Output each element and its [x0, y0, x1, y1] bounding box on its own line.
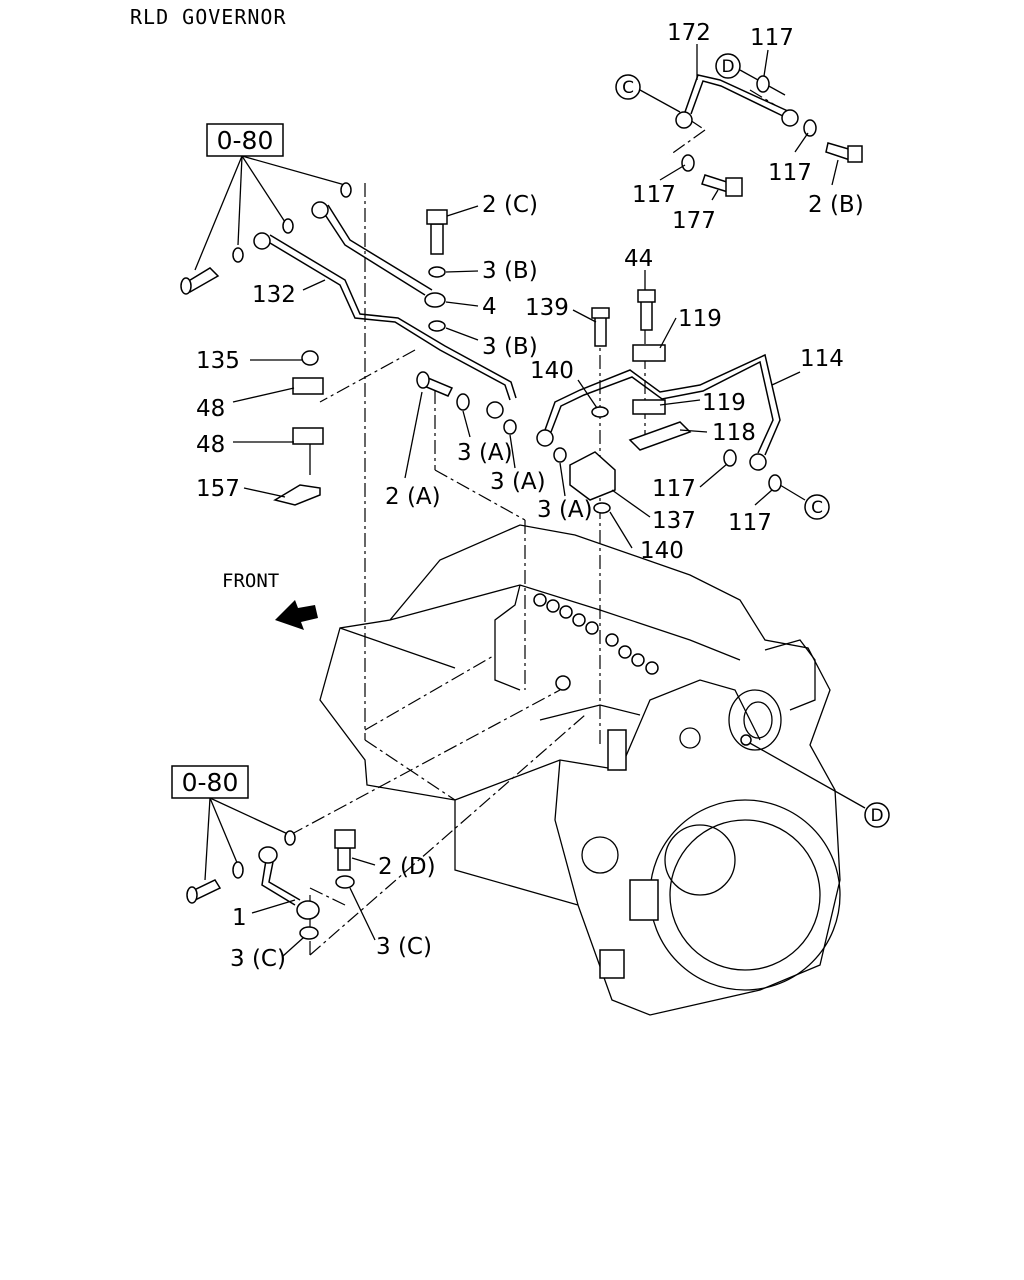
reference-box-lower-label: 0-80: [182, 768, 239, 797]
callout-132: 132: [252, 282, 296, 308]
callout-117-top: 117: [750, 25, 794, 51]
leader-lines: [289, 89, 776, 956]
pipe-upper-4: [311, 201, 446, 308]
callout-137: 137: [652, 508, 696, 534]
svg-text:C: C: [622, 78, 634, 98]
reference-box-upper-label: 0-80: [217, 126, 274, 155]
callout-2d: 2 (D): [378, 854, 436, 880]
callout-117-right: 117: [768, 160, 812, 186]
callout-3c-right: 3 (C): [376, 934, 432, 960]
marker-d-engine: D: [747, 741, 890, 828]
callout-3c-left: 3 (C): [230, 946, 286, 972]
marker-c-right: C: [779, 484, 830, 520]
engine-block-drawing: [319, 524, 841, 1016]
callout-2c: 2 (C): [482, 192, 538, 218]
callout-177: 177: [672, 208, 716, 234]
callout-3a-2: 3 (A): [490, 469, 546, 495]
pipe-172: [675, 74, 799, 129]
callout-2a: 2 (A): [385, 484, 441, 510]
callout-4: 4: [482, 294, 497, 320]
bolts-and-washers: [180, 75, 863, 940]
callout-3a-1: 3 (A): [457, 440, 513, 466]
pipe-132: [253, 232, 517, 419]
callout-48-lower: 48: [196, 432, 225, 458]
callout-135: 135: [196, 348, 240, 374]
callout-140-lower: 140: [640, 538, 684, 564]
callout-labels: 172 117 117 117 177 2 (B) 2 (C) 3 (B) 4 …: [196, 20, 864, 972]
callout-3a-3: 3 (A): [537, 497, 593, 523]
callout-48-upper: 48: [196, 396, 225, 422]
svg-text:D: D: [721, 57, 734, 77]
callout-139: 139: [525, 295, 569, 321]
callout-1: 1: [232, 905, 247, 931]
callout-117-mid: 117: [652, 476, 696, 502]
callout-140-upper: 140: [530, 358, 574, 384]
front-arrow-icon: [275, 600, 318, 630]
callout-119-lower: 119: [702, 390, 746, 416]
callout-118: 118: [712, 420, 756, 446]
callout-119-upper: 119: [678, 306, 722, 332]
front-direction-label: FRONT: [222, 570, 280, 592]
pipe-114: [536, 353, 781, 471]
page-title: RLD GOVERNOR: [130, 5, 287, 29]
svg-text:C: C: [811, 498, 823, 518]
reference-box-lower: 0-80: [171, 765, 291, 881]
callout-3b-lower: 3 (B): [482, 334, 538, 360]
callout-117-left: 117: [632, 182, 676, 208]
callout-44: 44: [624, 246, 653, 272]
callout-117-low: 117: [728, 510, 772, 536]
callout-114: 114: [800, 346, 844, 372]
callout-leaders: [232, 44, 839, 957]
callout-172: 172: [667, 20, 711, 46]
reference-box-upper: 0-80: [194, 123, 346, 271]
callout-3b-upper: 3 (B): [482, 258, 538, 284]
marker-c-top: C: [615, 74, 681, 113]
callout-2b: 2 (B): [808, 192, 864, 218]
callout-157: 157: [196, 476, 240, 502]
svg-text:D: D: [870, 806, 883, 826]
pipe-1: [258, 846, 320, 920]
